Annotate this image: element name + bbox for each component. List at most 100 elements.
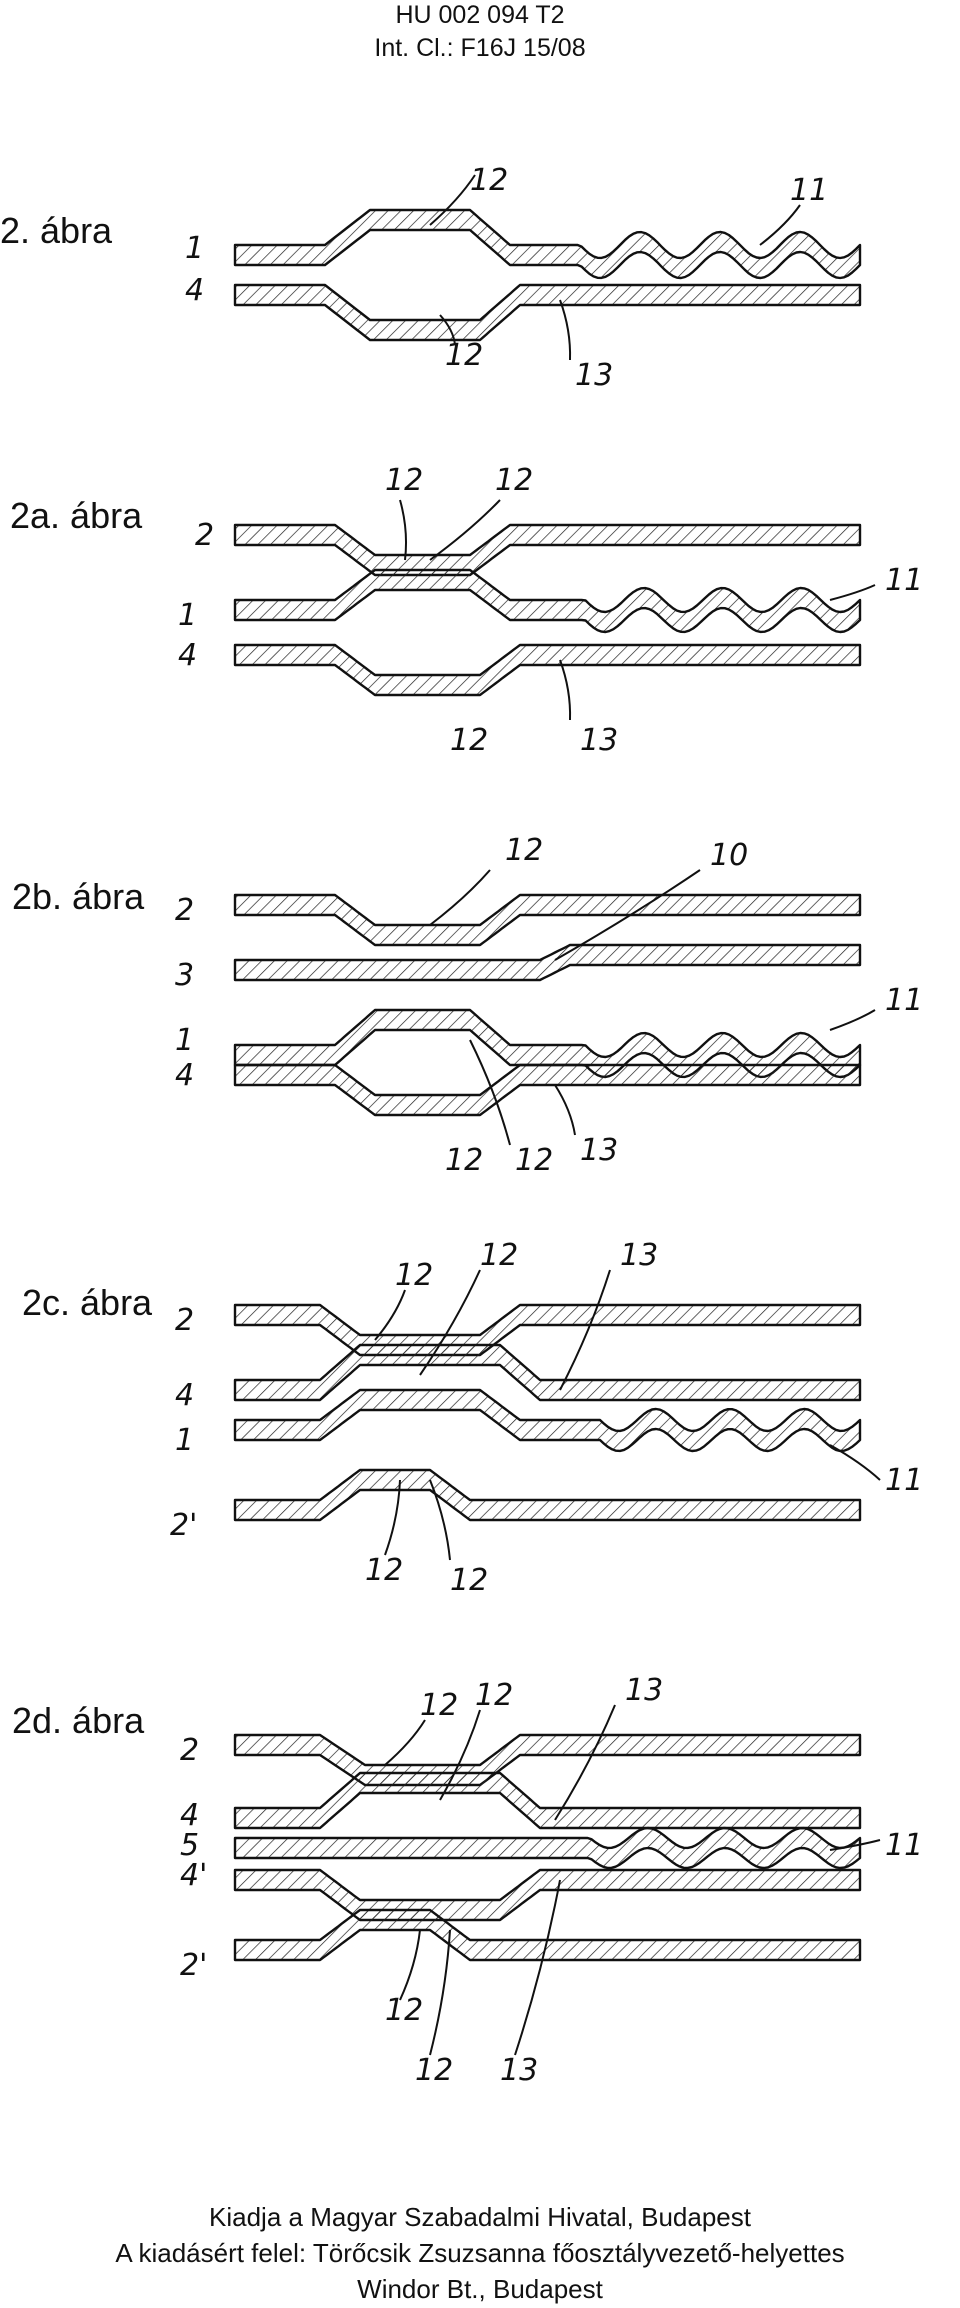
figure-label-2c: 2c. ábra (22, 1282, 153, 1323)
ref-2: 2 (175, 1303, 194, 1338)
ref-12b: 12 (480, 1238, 518, 1273)
plate-2-prime (233, 1468, 862, 1522)
ref-12: 12 (470, 163, 508, 198)
plate-2-prime (233, 1908, 862, 1962)
bead-plate-1 (233, 1388, 862, 1453)
ref-11: 11 (885, 563, 923, 598)
leader-11 (829, 584, 876, 601)
plate-2 (233, 1733, 862, 1787)
ref-2: 2 (180, 1733, 199, 1768)
ref-13: 13 (580, 723, 618, 758)
ref-11: 11 (885, 1828, 923, 1863)
ref-1: 1 (178, 598, 197, 633)
ref-4: 4 (178, 638, 197, 673)
leader-12b (429, 499, 501, 561)
ref-12b: 12 (445, 338, 483, 373)
plate-4 (233, 1343, 862, 1402)
leader-12b (419, 1269, 481, 1376)
leader-13 (559, 299, 572, 361)
plate-2 (233, 1303, 862, 1357)
ref-4: 4 (185, 273, 204, 308)
plate-2 (233, 893, 862, 947)
ref-12b: 12 (495, 463, 533, 498)
ref-13b: 13 (500, 2053, 538, 2088)
ref-11: 11 (885, 983, 923, 1018)
leader-13 (559, 659, 572, 721)
leader-12 (384, 1719, 426, 1766)
leader-11 (759, 204, 801, 246)
leader-13 (554, 1704, 616, 1821)
leader-12c (469, 1039, 511, 1146)
plate-4 (233, 643, 862, 697)
ref-1: 1 (175, 1423, 194, 1458)
leader-12d (429, 1929, 451, 2056)
ref-2: 2 (195, 518, 214, 553)
leader-12 (429, 869, 491, 926)
leader-12b (439, 314, 456, 346)
leader-12c (399, 1929, 421, 2001)
ref-13: 13 (620, 1238, 658, 1273)
bead-plate-1 (233, 568, 862, 634)
leader-12 (429, 174, 476, 226)
ref-12b: 12 (475, 1678, 513, 1713)
ref-3: 3 (175, 958, 194, 993)
plate-4-prime (233, 1868, 862, 1922)
leader-11 (829, 1009, 876, 1031)
figure-label-2a: 2a. ábra (10, 495, 143, 536)
ref-12: 12 (505, 833, 543, 868)
figure-label-2: 2. ábra (0, 210, 113, 251)
document-number: HU 002 094 T2 (395, 1, 565, 29)
ref-13: 13 (580, 1133, 618, 1168)
leader-10 (554, 869, 701, 961)
footer-printer: Windor Bt., Budapest (357, 2274, 603, 2304)
plate-2 (233, 523, 862, 577)
ref-11: 11 (885, 1463, 923, 1498)
ref-12b: 12 (445, 1143, 483, 1178)
ref-4p: 4' (180, 1858, 207, 1893)
leader-13 (554, 1084, 576, 1136)
classification: Int. Cl.: F16J 15/08 (374, 34, 586, 62)
ref-10: 10 (710, 838, 748, 873)
ref-5: 5 (180, 1828, 199, 1863)
ref-13: 13 (575, 358, 613, 393)
leader-11 (829, 1839, 881, 1851)
ref-2p: 2' (180, 1948, 207, 1983)
leader-12c (384, 1479, 401, 1556)
ref-4: 4 (175, 1058, 194, 1093)
ref-13: 13 (625, 1673, 663, 1708)
plate-4 (233, 1063, 862, 1117)
ref-2p: 2' (170, 1508, 197, 1543)
ref-12: 12 (395, 1258, 433, 1293)
ref-1: 1 (185, 231, 204, 266)
leader-12b (439, 1709, 481, 1801)
figure-label-2d: 2d. ábra (12, 1700, 145, 1741)
ref-12d: 12 (415, 2053, 453, 2088)
ref-4: 4 (180, 1798, 199, 1833)
ref-12c: 12 (385, 1993, 423, 2028)
footer-publisher: Kiadja a Magyar Szabadalmi Hivatal, Buda… (209, 2202, 751, 2232)
leader-13b (514, 1879, 561, 2056)
leader-13 (559, 1269, 611, 1391)
footer-responsible: A kiadásért felel: Törőcsik Zsuzsanna fő… (115, 2238, 845, 2268)
ref-2: 2 (175, 893, 194, 928)
plate-5 (233, 1826, 862, 1870)
ref-12c: 12 (450, 723, 488, 758)
figure-label-2b: 2b. ábra (12, 876, 145, 917)
leader-11 (829, 1444, 881, 1481)
leader-12 (374, 1289, 406, 1341)
ref-12c: 12 (365, 1553, 403, 1588)
ref-12: 12 (420, 1688, 458, 1723)
leader-12 (399, 499, 407, 561)
ref-12c: 12 (515, 1143, 553, 1178)
plate-4 (233, 283, 862, 342)
plate-4 (233, 1771, 862, 1830)
ref-4: 4 (175, 1378, 194, 1413)
ref-12d: 12 (450, 1563, 488, 1598)
leader-12d (429, 1479, 451, 1561)
ref-1: 1 (175, 1023, 194, 1058)
bead-plate-1 (233, 208, 862, 280)
plate-3 (233, 943, 862, 982)
ref-11: 11 (790, 173, 828, 208)
ref-12: 12 (385, 463, 423, 498)
